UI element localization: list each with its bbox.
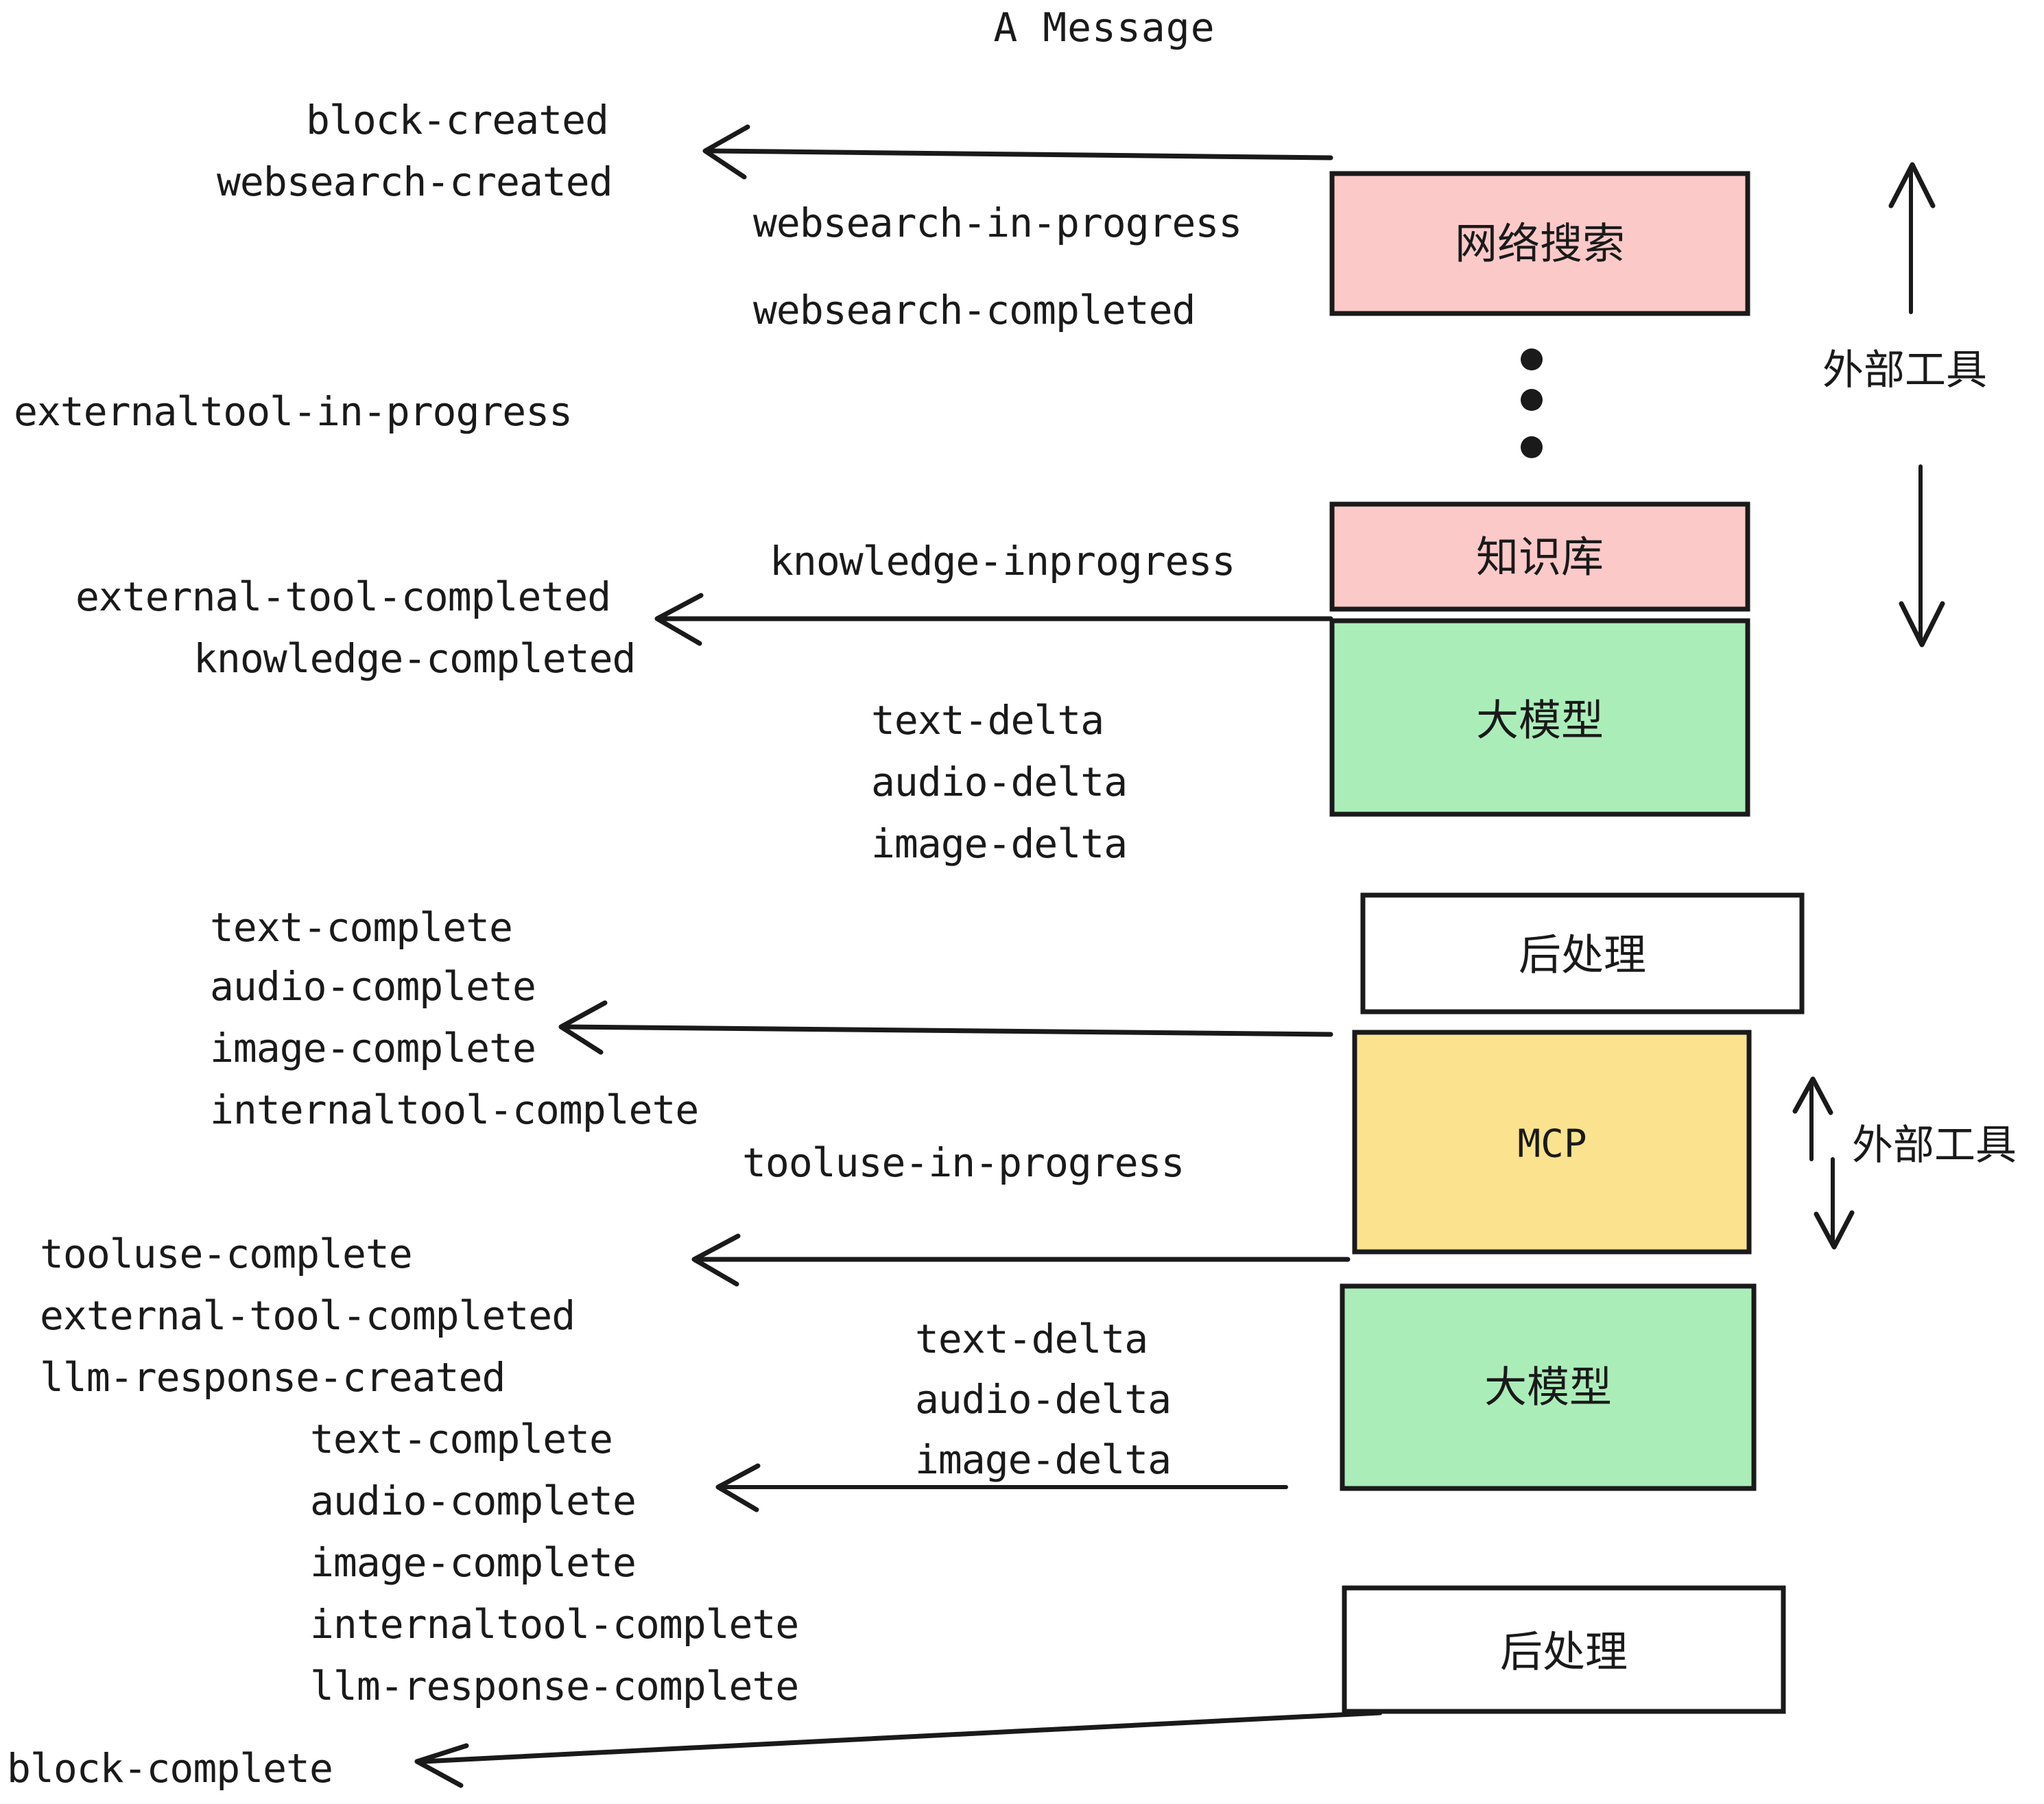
- event-label-text-complete-1: text-complete: [210, 904, 512, 951]
- node-llm-top: 大模型: [1329, 618, 1750, 817]
- event-label-websearch-in-progress: websearch-in-progress: [753, 200, 1241, 246]
- event-label-audio-complete-2: audio-complete: [310, 1477, 636, 1524]
- event-label-tooluse-in-progress: tooluse-in-progress: [742, 1139, 1184, 1186]
- ellipsis-dot: [1521, 389, 1543, 411]
- event-label-internaltool-complete-1: internaltool-complete: [210, 1087, 698, 1133]
- node-mcp-label: MCP: [1517, 1122, 1587, 1167]
- event-label-image-complete-2: image-complete: [310, 1539, 636, 1586]
- event-label-knowledge-inprogress: knowledge-inprogress: [770, 538, 1235, 584]
- flow-arrow-postproc-bottom-to-block-complete: [414, 1710, 1383, 1788]
- flow-arrow-websearch-to-events: [702, 124, 1333, 180]
- node-llm-bottom-rect: [1340, 1283, 1757, 1491]
- external-tools-bottom-label: 外部工具: [1852, 1121, 2017, 1170]
- node-postproc-bottom: 后处理: [1342, 1585, 1786, 1714]
- flow-arrow-llm-bottom-to-events: [715, 1463, 1288, 1512]
- event-label-internaltool-complete-2: internaltool-complete: [310, 1601, 798, 1648]
- event-label-knowledge-completed: knowledge-completed: [193, 635, 635, 682]
- event-label-audio-delta-2: audio-delta: [915, 1376, 1171, 1423]
- node-mcp-rect: [1352, 1030, 1752, 1255]
- node-llm-top-label: 大模型: [1476, 696, 1604, 746]
- node-websearch-label: 网络搜索: [1455, 219, 1625, 269]
- node-postproc-bottom-rect: [1342, 1585, 1786, 1714]
- event-label-image-complete-1: image-complete: [210, 1025, 536, 1071]
- event-label-external-tool-completed-1: external-tool-completed: [75, 573, 610, 620]
- event-label-block-created: block-created: [306, 97, 608, 143]
- event-label-block-complete: block-complete: [7, 1745, 333, 1792]
- node-postproc-bottom-label: 后处理: [1500, 1627, 1628, 1677]
- event-label-text-complete-2: text-complete: [310, 1416, 613, 1462]
- node-postproc-top-label: 后处理: [1519, 930, 1646, 980]
- node-llm-bottom-label: 大模型: [1484, 1362, 1612, 1412]
- flow-arrow-mcp-to-events: [691, 1233, 1351, 1287]
- event-label-websearch-created: websearch-created: [217, 158, 613, 205]
- event-label-image-delta-1: image-delta: [871, 820, 1127, 867]
- event-label-tooluse-complete: tooluse-complete: [40, 1231, 412, 1277]
- node-websearch-rect: [1329, 171, 1750, 316]
- event-label-text-delta-2: text-delta: [915, 1316, 1148, 1362]
- event-label-llm-response-complete: llm-response-complete: [310, 1663, 798, 1709]
- ellipsis-dot: [1521, 436, 1543, 458]
- node-knowledge: 知识库: [1329, 501, 1750, 612]
- event-label-external-tool-completed-2: external-tool-completed: [40, 1292, 575, 1339]
- event-label-audio-complete-1: audio-complete: [210, 963, 536, 1010]
- node-postproc-top-rect: [1360, 892, 1805, 1014]
- external-tools-top-bracket: 外部工具: [1822, 162, 1987, 648]
- flow-arrow-knowledge-to-events: [654, 593, 1333, 646]
- event-label-audio-delta-1: audio-delta: [871, 759, 1127, 805]
- external-tools-bottom-bracket: 外部工具: [1792, 1076, 2017, 1250]
- diagram-title: A Message: [993, 4, 1215, 51]
- node-knowledge-rect: [1329, 501, 1750, 612]
- node-llm-bottom: 大模型: [1340, 1283, 1757, 1491]
- node-llm-top-rect: [1329, 618, 1750, 817]
- event-label-image-delta-2: image-delta: [915, 1436, 1171, 1483]
- node-websearch: 网络搜索: [1329, 171, 1750, 316]
- ellipsis-dot: [1521, 348, 1543, 370]
- event-label-websearch-completed: websearch-completed: [753, 287, 1195, 333]
- event-label-llm-response-created: llm-response-created: [40, 1354, 505, 1401]
- node-knowledge-label: 知识库: [1476, 532, 1604, 582]
- external-tools-top-label: 外部工具: [1822, 346, 1987, 394]
- node-mcp: MCP: [1352, 1030, 1752, 1255]
- node-postproc-top: 后处理: [1360, 892, 1805, 1014]
- ellipsis-group: [1521, 348, 1543, 458]
- flow-arrow-postproc-to-events: [558, 1000, 1333, 1055]
- event-label-externaltool-in-progress: externaltool-in-progress: [14, 388, 572, 435]
- event-label-text-delta-1: text-delta: [871, 697, 1104, 744]
